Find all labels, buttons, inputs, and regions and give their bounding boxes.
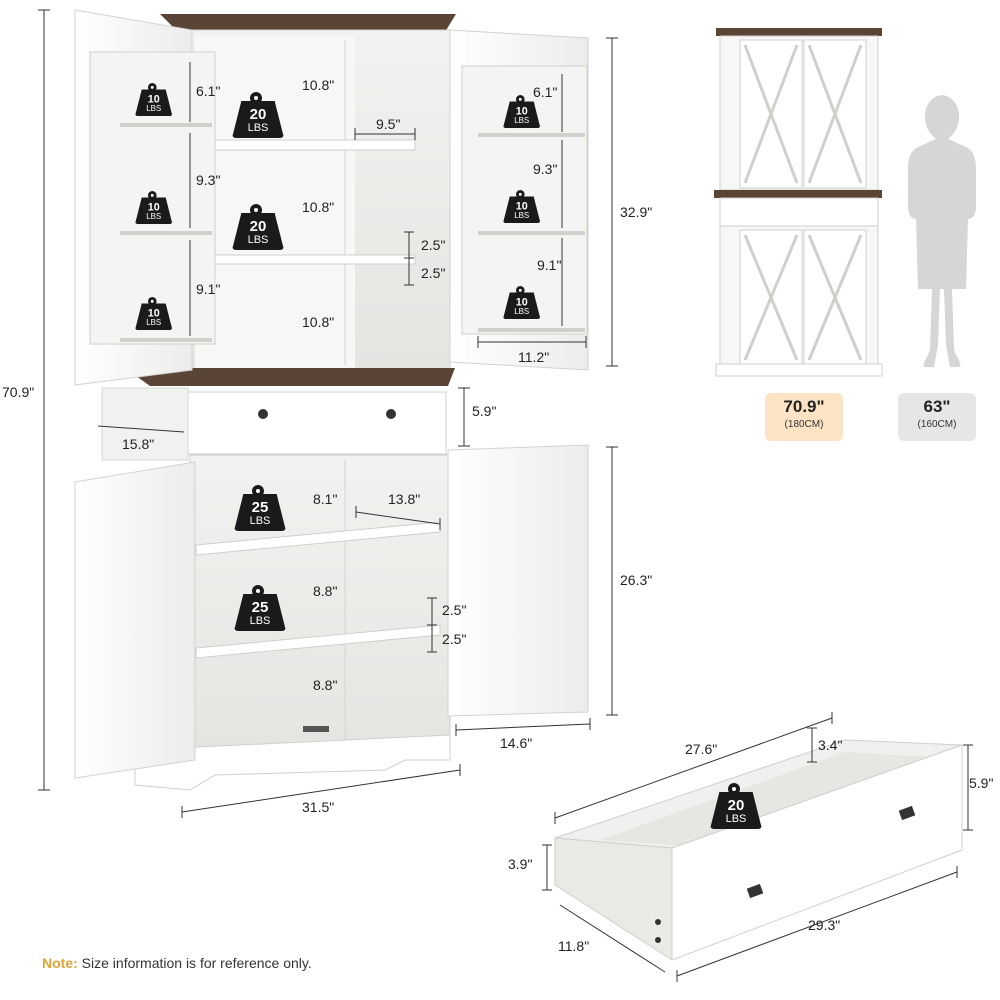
dim-left-door-gap-1: 6.1" xyxy=(196,83,221,99)
dim-adjust-step-upper-2: 2.5" xyxy=(421,265,446,281)
weight-value: 10 xyxy=(515,200,528,213)
weight-value: 10 xyxy=(515,105,528,118)
cabinet-height-cm: (180CM) xyxy=(784,419,824,430)
weight-unit: LBS xyxy=(146,212,162,222)
cabinet-height-badge: 70.9" (180CM) xyxy=(765,393,843,441)
weight-unit: LBS xyxy=(247,234,269,246)
upper-shelf-1 xyxy=(214,139,416,151)
weight-unit: LBS xyxy=(146,318,162,328)
dim-drawer-inner-height: 3.4" xyxy=(818,737,843,753)
dim-lower-shelf-gap-2: 8.8" xyxy=(313,583,338,599)
person-height-inches: 63" xyxy=(923,397,951,416)
weight-value: 10 xyxy=(147,201,160,214)
dim-upper-shelf-gap-2: 10.8" xyxy=(302,199,335,215)
dim-left-door-gap-2: 9.3" xyxy=(196,172,221,188)
dim-door-width-lower: 14.6" xyxy=(500,735,533,751)
dim-lower-shelf-depth: 13.8" xyxy=(388,491,421,507)
weight-value: 20 xyxy=(249,218,267,235)
drawer-illustration xyxy=(554,739,963,961)
person-height-cm: (160CM) xyxy=(917,419,957,430)
cabinet-top-wood xyxy=(160,14,456,32)
middle-wood-top xyxy=(125,368,455,386)
dim-drawer-width: 29.3" xyxy=(808,917,841,933)
weight-unit: LBS xyxy=(146,104,162,114)
reference-note: Note: Size information is for reference … xyxy=(42,955,312,971)
lower-shelf-2 xyxy=(195,624,441,659)
dim-adjust-step-lower-1: 2.5" xyxy=(442,602,467,618)
weight-unit: LBS xyxy=(249,615,271,627)
cabinet-height-inches: 70.9" xyxy=(783,397,825,416)
weight-value: 25 xyxy=(251,599,269,616)
dim-total-height: 70.9" xyxy=(2,384,35,400)
dim-width-bottom: 31.5" xyxy=(302,799,335,815)
person-height-badge: 63" (160CM) xyxy=(898,393,976,441)
dim-right-door-gap-3: 9.1" xyxy=(537,257,562,273)
dim-drawer-outer-height: 5.9" xyxy=(969,775,994,791)
weight-unit: LBS xyxy=(514,116,530,126)
dim-right-door-gap-1: 6.1" xyxy=(533,84,558,100)
weight-value: 10 xyxy=(147,93,160,106)
dim-left-door-gap-3: 9.1" xyxy=(196,281,221,297)
note-text: Size information is for reference only. xyxy=(77,955,312,971)
weight-value: 20 xyxy=(249,106,267,123)
small-cabinet xyxy=(714,28,883,377)
dimension-lines xyxy=(38,9,973,982)
dim-upper-shelf-gap-1: 10.8" xyxy=(302,77,335,93)
drawer-front xyxy=(187,391,447,455)
dim-drawer-side-height: 3.9" xyxy=(508,856,533,872)
weight-unit: LBS xyxy=(725,813,747,825)
dim-door-width-upper: 11.2" xyxy=(518,349,550,365)
weight-unit: LBS xyxy=(249,515,271,527)
dim-adjust-step-lower-2: 2.5" xyxy=(442,631,467,647)
dim-drawer-length: 27.6" xyxy=(685,741,718,757)
lower-shelf-1 xyxy=(195,521,441,556)
drawer-knob-left xyxy=(258,409,268,419)
lower-right-door xyxy=(447,444,589,717)
dim-lower-height: 26.3" xyxy=(620,572,653,588)
dim-lower-shelf-gap-3: 8.8" xyxy=(313,677,338,693)
weight-value: 10 xyxy=(147,307,160,320)
weight-value: 20 xyxy=(727,797,745,814)
dim-upper-shelf-depth: 9.5" xyxy=(376,116,401,132)
dim-drawer-depth: 11.8" xyxy=(558,938,590,954)
lower-carcass xyxy=(189,454,451,756)
weight-unit: LBS xyxy=(514,211,530,221)
weight-value: 10 xyxy=(515,296,528,309)
upper-shelf-2 xyxy=(214,254,416,265)
dim-lower-shelf-gap-1: 8.1" xyxy=(313,491,338,507)
cabinet-base xyxy=(134,734,451,791)
dim-right-door-gap-2: 9.3" xyxy=(533,161,558,177)
dim-upper-height: 32.9" xyxy=(620,204,653,220)
weight-value: 25 xyxy=(251,499,269,516)
weight-unit: LBS xyxy=(514,307,530,317)
dim-depth-side: 15.8" xyxy=(122,436,155,452)
dim-upper-shelf-gap-3: 10.8" xyxy=(302,314,335,330)
drawer-knob-right xyxy=(386,409,396,419)
woman-silhouette-icon xyxy=(908,95,976,367)
dim-adjust-step-upper-1: 2.5" xyxy=(421,237,446,253)
lower-left-door xyxy=(74,461,196,779)
weight-unit: LBS xyxy=(247,122,269,134)
note-label: Note: xyxy=(42,955,78,971)
dim-drawer-front-height: 5.9" xyxy=(472,403,497,419)
